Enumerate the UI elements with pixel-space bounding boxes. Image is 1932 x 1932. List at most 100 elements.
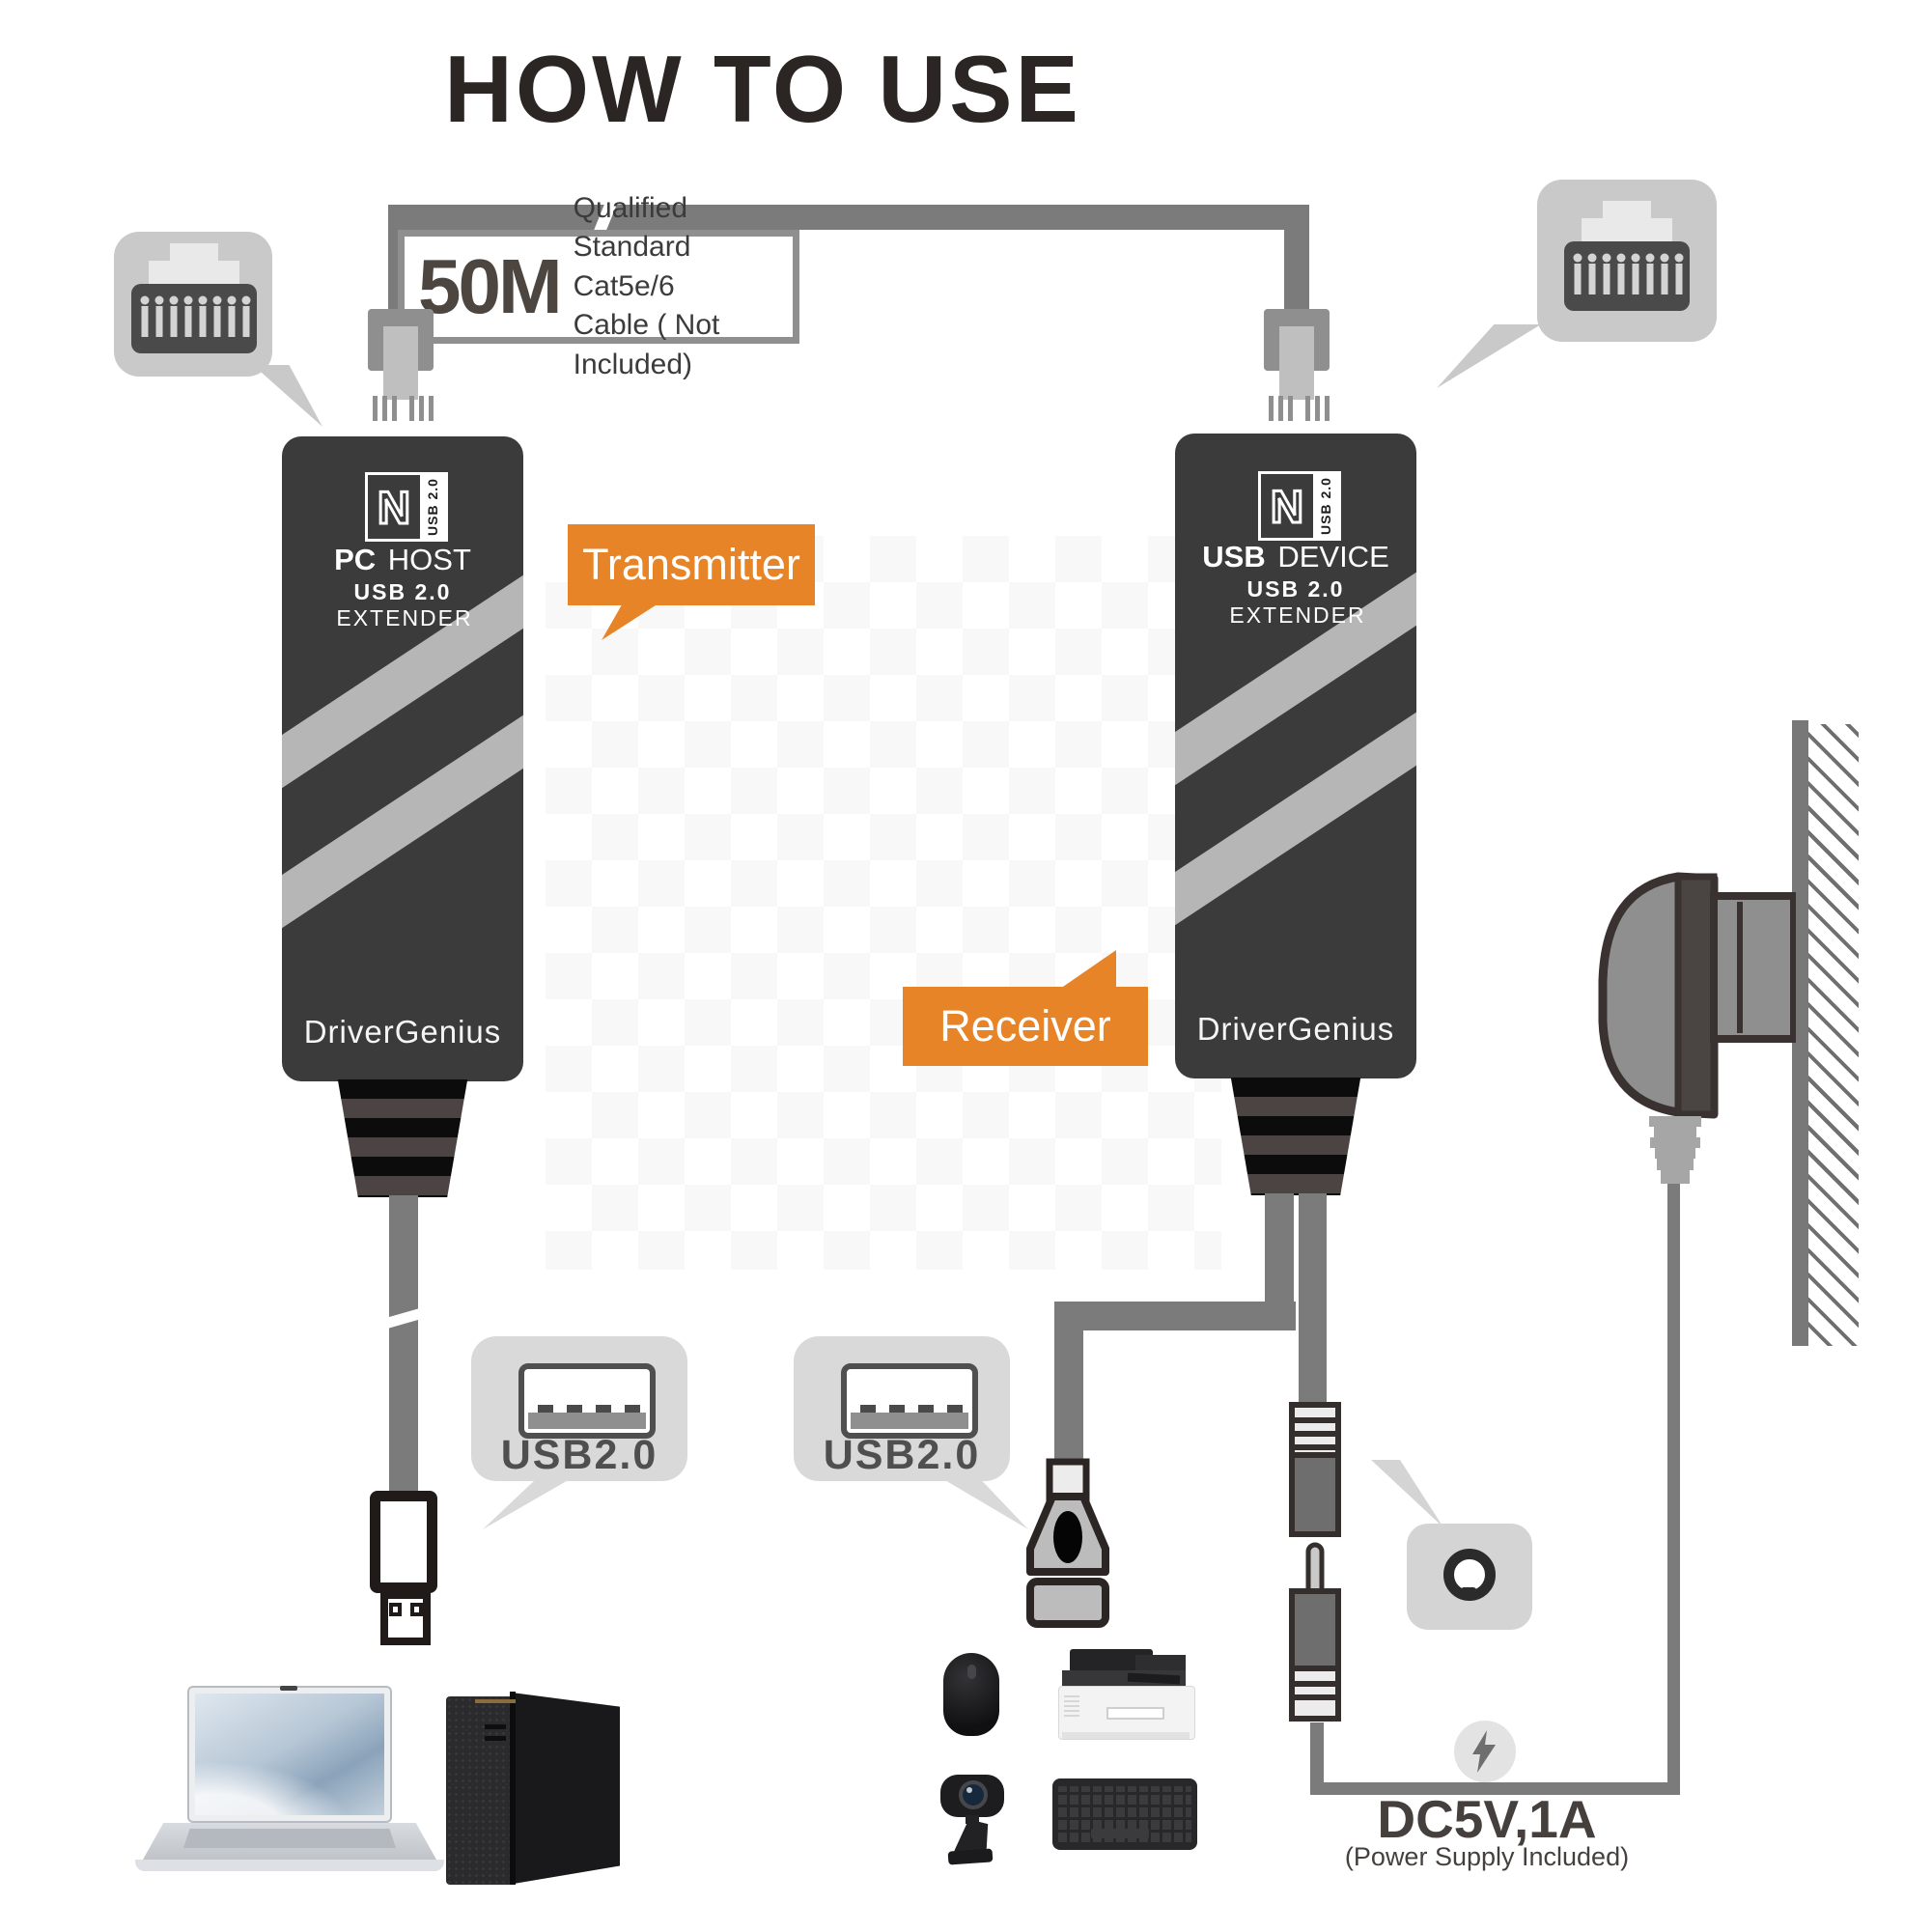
rj45-pin [409,396,414,421]
printer-tray [1106,1707,1164,1720]
cable-spec-line2: Cable ( Not Included) [573,309,720,380]
cat-cable-right-drop [1284,205,1309,315]
keyboard-spacebar [1091,1829,1149,1838]
rj45-pin [1315,396,1320,421]
printer-adf-arm [1135,1655,1186,1670]
receiver-cable-usb-branch [1054,1302,1296,1330]
page-title: HOW TO USE [444,36,1081,142]
usb-port-contact [889,1405,905,1413]
usb-device-label: USB DEVICE [1175,540,1416,574]
usb-port-label: USB2.0 [823,1432,981,1478]
dc-port-icon [1443,1549,1496,1601]
desktop-tower-icon [444,1680,623,1888]
brand-label: DriverGenius [1196,1011,1395,1047]
power-note-label: (Power Supply Included) [1344,1842,1630,1871]
power-cable-horizontal [1310,1782,1672,1795]
nec-usb-logo: N USB 2.0 [1258,471,1341,541]
usb-a-plug-icon [370,1491,437,1593]
usb-cable-left [389,1195,418,1493]
dc-port-pin-mark [1461,1587,1476,1595]
transmitter-callout-label: Transmitter [582,540,800,589]
nec-usb-logo: N USB 2.0 [365,472,448,542]
logo-letter: N [1270,479,1305,533]
usb-port-contact [625,1405,640,1413]
rj45-plug-window [383,326,418,400]
usb-extender-label: USB 2.0 EXTENDER [1175,576,1416,629]
receiver-device: N USB 2.0 USB DEVICE USB 2.0 EXTENDER Dr… [1175,434,1416,1078]
usb-port-label: USB2.0 [500,1432,658,1478]
model-rest: EXTENDER [1229,602,1366,628]
callout-pointer [253,365,322,427]
laptop-display [195,1694,384,1815]
role-rest: HOST [387,543,471,576]
rj45-port-icon [131,243,257,353]
usb-plug-contact [389,1603,402,1616]
receiver-callout: Receiver [903,987,1148,1066]
rj45-pin [373,396,378,421]
dc-plug-cable [1310,1722,1324,1788]
usb-port-contact [567,1405,582,1413]
logo-letter: N [377,480,412,534]
rj45-pin [419,396,424,421]
callout-pointer [483,1479,571,1529]
tower-side [514,1693,620,1884]
rj45-port-icon [1564,201,1690,311]
cable-distance: 50M [418,243,563,329]
tower-port [485,1724,506,1729]
dc-connector-pair-icon [1289,1402,1341,1722]
usb-port-contact [538,1405,553,1413]
usb-a-port-icon [841,1363,978,1439]
power-cable-vertical [1667,1180,1680,1795]
usb-port-contact [918,1405,934,1413]
model-bold: USB 2.0 [1246,576,1345,602]
power-spec-label: DC5V,1A [1377,1789,1597,1849]
tower-trim [510,1692,516,1885]
laptop-icon [133,1680,444,1873]
logo-usb-text: USB 2.0 [1313,474,1338,538]
rj45-pin [392,396,397,421]
receiver-cable-usb-branch [1054,1329,1083,1466]
mouse-wheel [967,1665,976,1679]
laptop-lip [135,1860,444,1871]
usb-extender-label: USB 2.0 EXTENDER [282,579,523,631]
receiver-callout-label: Receiver [939,1001,1111,1050]
rj45-plug-window [1279,326,1314,400]
printer-base [1062,1732,1190,1739]
logo-usb-text: USB 2.0 [420,475,445,539]
usb-port-tongue [851,1413,968,1429]
role-rest: DEVICE [1277,540,1389,574]
cable-spec-box: 50M Qualified Standard Cat5e/6 Cable ( N… [398,192,799,380]
rj45-pin [429,396,434,421]
receiver-cable-power-branch [1299,1193,1327,1406]
printer-icon [1058,1649,1197,1740]
wall-icon [1792,720,1808,1346]
rj45-pin [1305,396,1310,421]
lightning-icon [1472,1730,1496,1773]
laptop-camera [280,1686,297,1691]
usb-port-contact [860,1405,876,1413]
webcam-neck [966,1815,979,1824]
usb-port-contact [947,1405,963,1413]
rj45-pin [1288,396,1293,421]
strain-relief [337,1079,468,1197]
callout-pointer [943,1479,1028,1529]
printer-vent [1064,1694,1079,1717]
role-bold: PC [334,543,377,576]
power-adapter-icon [1598,872,1796,1184]
rj45-pin [1325,396,1330,421]
role-bold: USB [1202,540,1266,574]
brand-label: DriverGenius [303,1014,502,1050]
usb-a-female-connector-icon [1026,1458,1109,1628]
cable-spec-line1: Qualified Standard Cat5e/6 [573,191,691,302]
rj45-pin [1278,396,1283,421]
laptop-keyboard [183,1829,396,1848]
webcam-glint [966,1787,972,1793]
webcam-icon [935,1771,1008,1865]
usb-a-plug-metal [380,1591,431,1645]
transmitter-device: N USB 2.0 PC HOST USB 2.0 EXTENDER Drive… [282,436,523,1081]
transmitter-callout: Transmitter [568,524,815,605]
tower-port [485,1736,506,1741]
callout-pointer [1371,1460,1443,1527]
callout-pointer [1437,324,1541,388]
